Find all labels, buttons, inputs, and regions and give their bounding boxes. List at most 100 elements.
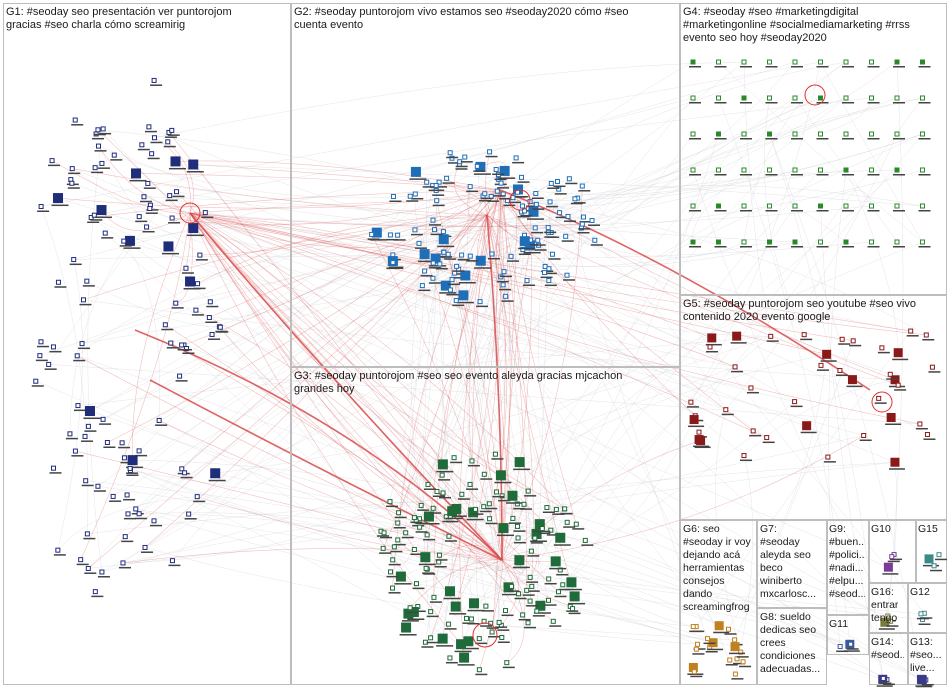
node-label-g5 [706,350,719,353]
node-label-g5 [886,378,899,380]
node-g2 [369,231,375,237]
node-g3 [562,506,568,512]
edge [77,336,771,406]
node-g1 [206,315,212,321]
node-g3 [481,504,487,510]
node-g5 [887,371,893,377]
node-label-g3 [388,563,401,566]
node-g1 [99,569,105,575]
node-label-g4 [867,138,880,140]
group-panel-g3 [291,367,680,685]
edge [501,440,701,561]
node-label-g1 [79,303,92,306]
node-label-g3 [377,535,390,537]
edge [416,504,525,584]
edge [135,508,694,627]
node-g3 [440,490,446,496]
node-g2 [467,184,473,190]
node-label-g3 [426,615,439,618]
node-label-g1 [118,566,131,569]
edge [692,97,847,207]
node-label-g4 [842,102,854,104]
node-g2 [438,234,449,245]
edge [112,269,459,497]
node-g3 [573,521,579,527]
node-label-g3 [507,590,520,592]
node-g5 [732,364,738,370]
edge [409,559,503,608]
node-g1 [50,344,56,350]
node-g1 [119,440,125,446]
node-g2 [493,167,499,173]
edge [98,145,140,217]
node-label-g4 [740,102,752,104]
node-g3 [494,489,500,495]
node-g3 [456,639,467,650]
node-label-g5 [766,340,779,342]
node-g1 [186,511,192,517]
node-g3 [514,523,520,529]
node-label-g1 [193,287,206,290]
node-g2 [494,188,500,194]
edge [743,61,847,243]
node-g1 [193,307,199,313]
node-g2 [467,253,473,259]
node-label-g2 [446,156,459,159]
edge [501,192,518,561]
node-label-g14 [876,685,893,687]
node-g3 [570,606,576,612]
node-label-g1 [161,328,174,331]
node-g2 [462,154,468,160]
node-g3 [514,457,525,468]
node-g15 [936,552,942,558]
node-g6 [732,637,738,643]
node-label-g3 [394,583,412,585]
node-label-g3 [471,513,484,515]
edge [430,578,549,638]
node-g2 [444,175,450,181]
edge [189,212,444,465]
node-g4 [843,203,849,209]
node-label-g2 [499,198,512,200]
node-label-g1 [87,221,100,224]
edge [887,61,904,617]
node-label-g3 [436,645,454,647]
node-label-g1 [97,576,110,578]
node-label-g5 [874,402,887,404]
node-label-g5 [915,427,928,430]
node-label-g1 [144,130,157,133]
node-g1 [52,193,63,204]
node-label-g2 [409,178,427,180]
edge [75,450,503,561]
node-g3 [546,597,552,603]
node-label-g6 [690,675,703,678]
node-label-g3 [560,512,573,515]
node-label-g2 [578,228,591,230]
edge [501,169,821,638]
node-label-g6 [689,630,702,633]
node-label-g3 [418,563,436,566]
node-label-g2 [526,218,544,220]
edge [91,217,537,535]
node-label-g3 [410,521,423,524]
edge [189,212,559,592]
group-panel-g15 [916,520,947,583]
node-label-g2 [480,197,493,200]
node-label-g1 [180,476,193,479]
edge [495,189,514,519]
node-g4 [869,167,874,173]
node-g3 [492,451,498,457]
node-label-g1 [175,380,188,382]
node-label-g1 [49,472,62,474]
node-g4 [690,239,696,245]
edge [567,216,708,639]
node-g1 [92,165,98,171]
node-label-g3 [518,618,531,621]
node-label-g1 [81,440,94,442]
edge [129,97,821,469]
node-g4 [792,59,798,65]
node-g2 [542,270,548,276]
node-g4 [716,239,721,245]
node-label-g2 [532,208,545,210]
node-label-g2 [435,267,448,270]
